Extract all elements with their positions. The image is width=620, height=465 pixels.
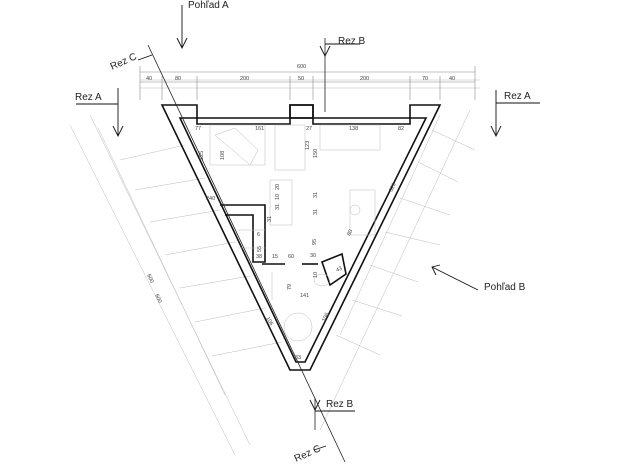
dim-31b: 31	[313, 192, 319, 198]
dim-31a: 31	[275, 204, 281, 210]
dim-seg-1: 40	[146, 76, 152, 82]
dim-123: 123	[305, 141, 311, 150]
dim-15: 15	[272, 254, 278, 260]
dim-seg-3: 200	[240, 76, 249, 82]
dim-79: 79	[287, 284, 293, 290]
dim-seg-4: 50	[298, 76, 304, 82]
dim-600b: 600	[153, 293, 162, 304]
dim-77: 77	[195, 126, 201, 132]
dim-80: 80	[346, 229, 354, 237]
dim-6: 6	[257, 232, 260, 238]
dim-31-side: 31	[267, 216, 273, 222]
dim-seg-2: 80	[175, 76, 181, 82]
dim-329: 329	[388, 182, 397, 193]
dim-55: 55	[257, 246, 263, 252]
view-a-marker	[176, 5, 188, 50]
label-view-a: Pohľad A	[188, 0, 229, 11]
section-a-markers	[76, 88, 540, 138]
label-rez-b-top: Rez B	[338, 36, 366, 47]
dim-31c: 31	[313, 209, 319, 215]
label-rez-a-left: Rez A	[75, 92, 102, 103]
dim-141: 141	[300, 293, 309, 299]
view-b-marker	[431, 264, 479, 291]
label-rez-c-top: Rez C	[109, 51, 139, 72]
label-rez-b-bottom: Rez B	[326, 399, 354, 410]
top-wall-pier	[289, 104, 314, 119]
furniture	[209, 124, 381, 342]
section-c-cutline	[137, 44, 346, 463]
dim-60: 60	[288, 254, 294, 260]
dim-27: 27	[306, 126, 312, 132]
dim-600a: 600	[145, 273, 154, 284]
dim-240: 240	[206, 196, 215, 202]
dim-106: 106	[264, 316, 274, 327]
dim-total: 600	[297, 64, 306, 70]
label-view-b: Pohľad B	[484, 282, 526, 293]
outer-walls	[160, 104, 442, 371]
partition-walls	[220, 204, 347, 287]
dim-10: 10	[275, 194, 281, 200]
dim-33: 33	[295, 355, 301, 361]
dim-108: 108	[220, 151, 226, 160]
dim-10b: 10	[313, 272, 319, 278]
dim-38: 38	[256, 254, 262, 260]
label-rez-a-right: Rez A	[504, 91, 531, 102]
section-b-cutline	[309, 38, 360, 430]
dim-95: 95	[312, 239, 318, 245]
label-rez-c-bottom: Rez C	[293, 443, 323, 464]
dim-20: 20	[275, 184, 281, 190]
dim-seg-7: 40	[449, 76, 455, 82]
dim-106b: 106	[321, 312, 330, 323]
dim-seg-6: 70	[422, 76, 428, 82]
dim-150: 150	[313, 149, 319, 158]
dim-138: 138	[349, 126, 358, 132]
dim-43: 43	[335, 266, 343, 274]
dim-30: 30	[310, 253, 316, 259]
dim-161: 161	[255, 126, 264, 132]
terrace-outline	[69, 79, 480, 456]
dim-125: 125	[199, 151, 205, 160]
top-dimension-line	[139, 66, 476, 100]
dim-seg-5: 200	[360, 76, 369, 82]
dim-82: 82	[398, 126, 404, 132]
